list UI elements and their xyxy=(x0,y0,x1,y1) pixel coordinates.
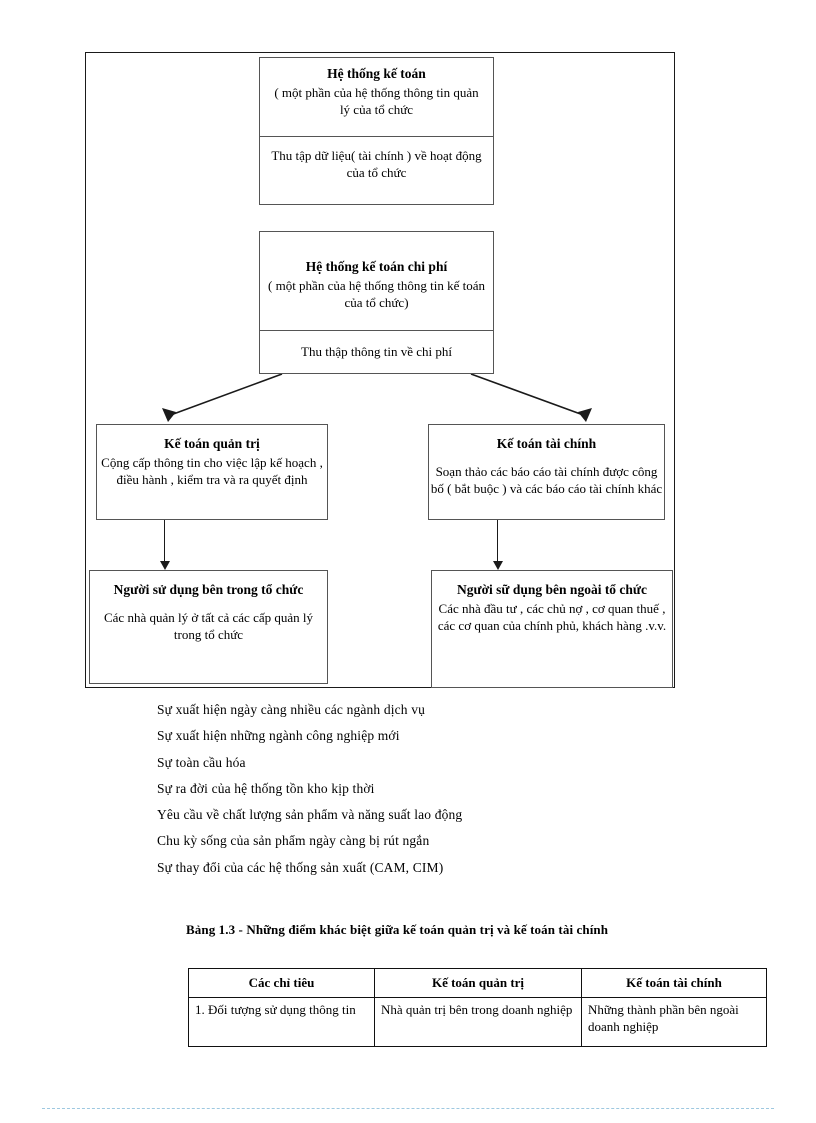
column-header-management-accounting: Kế toán quản trị xyxy=(374,968,582,998)
node-accounting-system-subtitle: ( một phần của hệ thống thông tin quản l… xyxy=(274,84,479,118)
node-external-users: Người sữ dụng bên ngoài tổ chức Các nhà … xyxy=(431,570,673,688)
table-row: 1. Đối tượng sử dụng thông tin Nhà quản … xyxy=(188,997,767,1047)
node-accounting-system-footer-text: Thu tập dữ liệu( tài chính ) về hoạt độn… xyxy=(271,148,482,181)
node-management-accounting: Kế toán quản trị Cộng cấp thông tin cho … xyxy=(96,424,328,520)
list-item: Sự thay đổi của các hệ thống sản xuất (C… xyxy=(157,859,444,875)
table-cell-criteria: 1. Đối tượng sử dụng thông tin xyxy=(188,997,375,1047)
split-connector-arrows xyxy=(162,373,592,422)
node-financial-accounting-title: Kế toán tài chính xyxy=(496,436,597,451)
node-internal-users: Người sử dụng bên trong tổ chức Các nhà … xyxy=(89,570,328,684)
node-accounting-system-footer: Thu tập dữ liệu( tài chính ) về hoạt độn… xyxy=(260,136,493,205)
footer-divider xyxy=(42,1108,774,1109)
node-accounting-system: Hệ thống kế toán ( một phần của hệ thống… xyxy=(259,57,494,205)
arrowhead-external-users xyxy=(492,561,503,570)
node-cost-accounting-system-footer: Thu thập thông tin về chi phí xyxy=(260,330,493,374)
column-header-criteria: Các chỉ tiêu xyxy=(188,968,375,998)
node-internal-users-title: Người sử dụng bên trong tổ chức xyxy=(113,582,304,597)
node-cost-accounting-system-header: Hệ thống kế toán chi phí ( một phần của … xyxy=(260,232,493,330)
connector-line-external-users xyxy=(497,520,498,561)
trend-list: Sự xuất hiện ngày càng nhiều các ngành d… xyxy=(157,697,717,881)
node-internal-users-body: Các nhà quản lý ở tất cả các cấp quản lý… xyxy=(103,609,313,643)
table-cell-management-accounting: Nhà quản trị bên trong doanh nghiệp xyxy=(374,997,582,1047)
node-accounting-system-header: Hệ thống kế toán ( một phần của hệ thống… xyxy=(260,58,493,136)
node-management-accounting-title: Kế toán quản trị xyxy=(164,436,260,451)
comparison-table: Các chỉ tiêu Kế toán quản trị Kế toán tà… xyxy=(188,968,767,1047)
list-item: Yêu cầu về chất lượng sản phẩm và năng s… xyxy=(157,807,463,823)
node-financial-accounting: Kế toán tài chính Soạn thảo các báo cáo … xyxy=(428,424,665,520)
table-header-row: Các chỉ tiêu Kế toán quản trị Kế toán tà… xyxy=(188,968,767,998)
node-cost-accounting-system-title: Hệ thống kế toán chi phí xyxy=(305,259,448,274)
list-item: Sự ra đời của hệ thống tồn kho kịp thời xyxy=(157,780,375,796)
table-cell-financial-accounting: Những thành phần bên ngoài doanh nghiệp xyxy=(581,997,767,1047)
list-item: Sự xuất hiện những ngành công nghiệp mới xyxy=(157,728,400,744)
node-management-accounting-body: Cộng cấp thông tin cho việc lập kế hoạch… xyxy=(101,454,323,488)
table-caption: Bảng 1.3 - Những điểm khác biệt giữa kế … xyxy=(186,922,609,937)
arrowhead-internal-users xyxy=(159,561,170,570)
node-cost-accounting-system-subtitle: ( một phần của hệ thống thông tin kế toá… xyxy=(268,277,485,311)
node-cost-accounting-system: Hệ thống kế toán chi phí ( một phần của … xyxy=(259,231,494,374)
list-item: Sự xuất hiện ngày càng nhiều các ngành d… xyxy=(157,702,426,717)
node-external-users-title: Người sữ dụng bên ngoài tổ chức xyxy=(456,582,648,597)
column-header-financial-accounting: Kế toán tài chính xyxy=(581,968,767,998)
accounting-system-diagram: Hệ thống kế toán ( một phần của hệ thống… xyxy=(85,52,675,688)
node-financial-accounting-body: Soạn thảo các báo cáo tài chính được côn… xyxy=(430,463,663,497)
list-item: Sự toàn cầu hóa xyxy=(157,754,246,770)
list-item: Chu kỳ sống của sản phẩm ngày càng bị rú… xyxy=(157,833,430,849)
node-external-users-body: Các nhà đầu tư , các chủ nợ , cơ quan th… xyxy=(437,600,667,634)
node-accounting-system-title: Hệ thống kế toán xyxy=(327,66,426,81)
node-cost-accounting-system-footer-text: Thu thập thông tin về chi phí xyxy=(301,344,452,359)
connector-line-internal-users xyxy=(164,520,165,561)
